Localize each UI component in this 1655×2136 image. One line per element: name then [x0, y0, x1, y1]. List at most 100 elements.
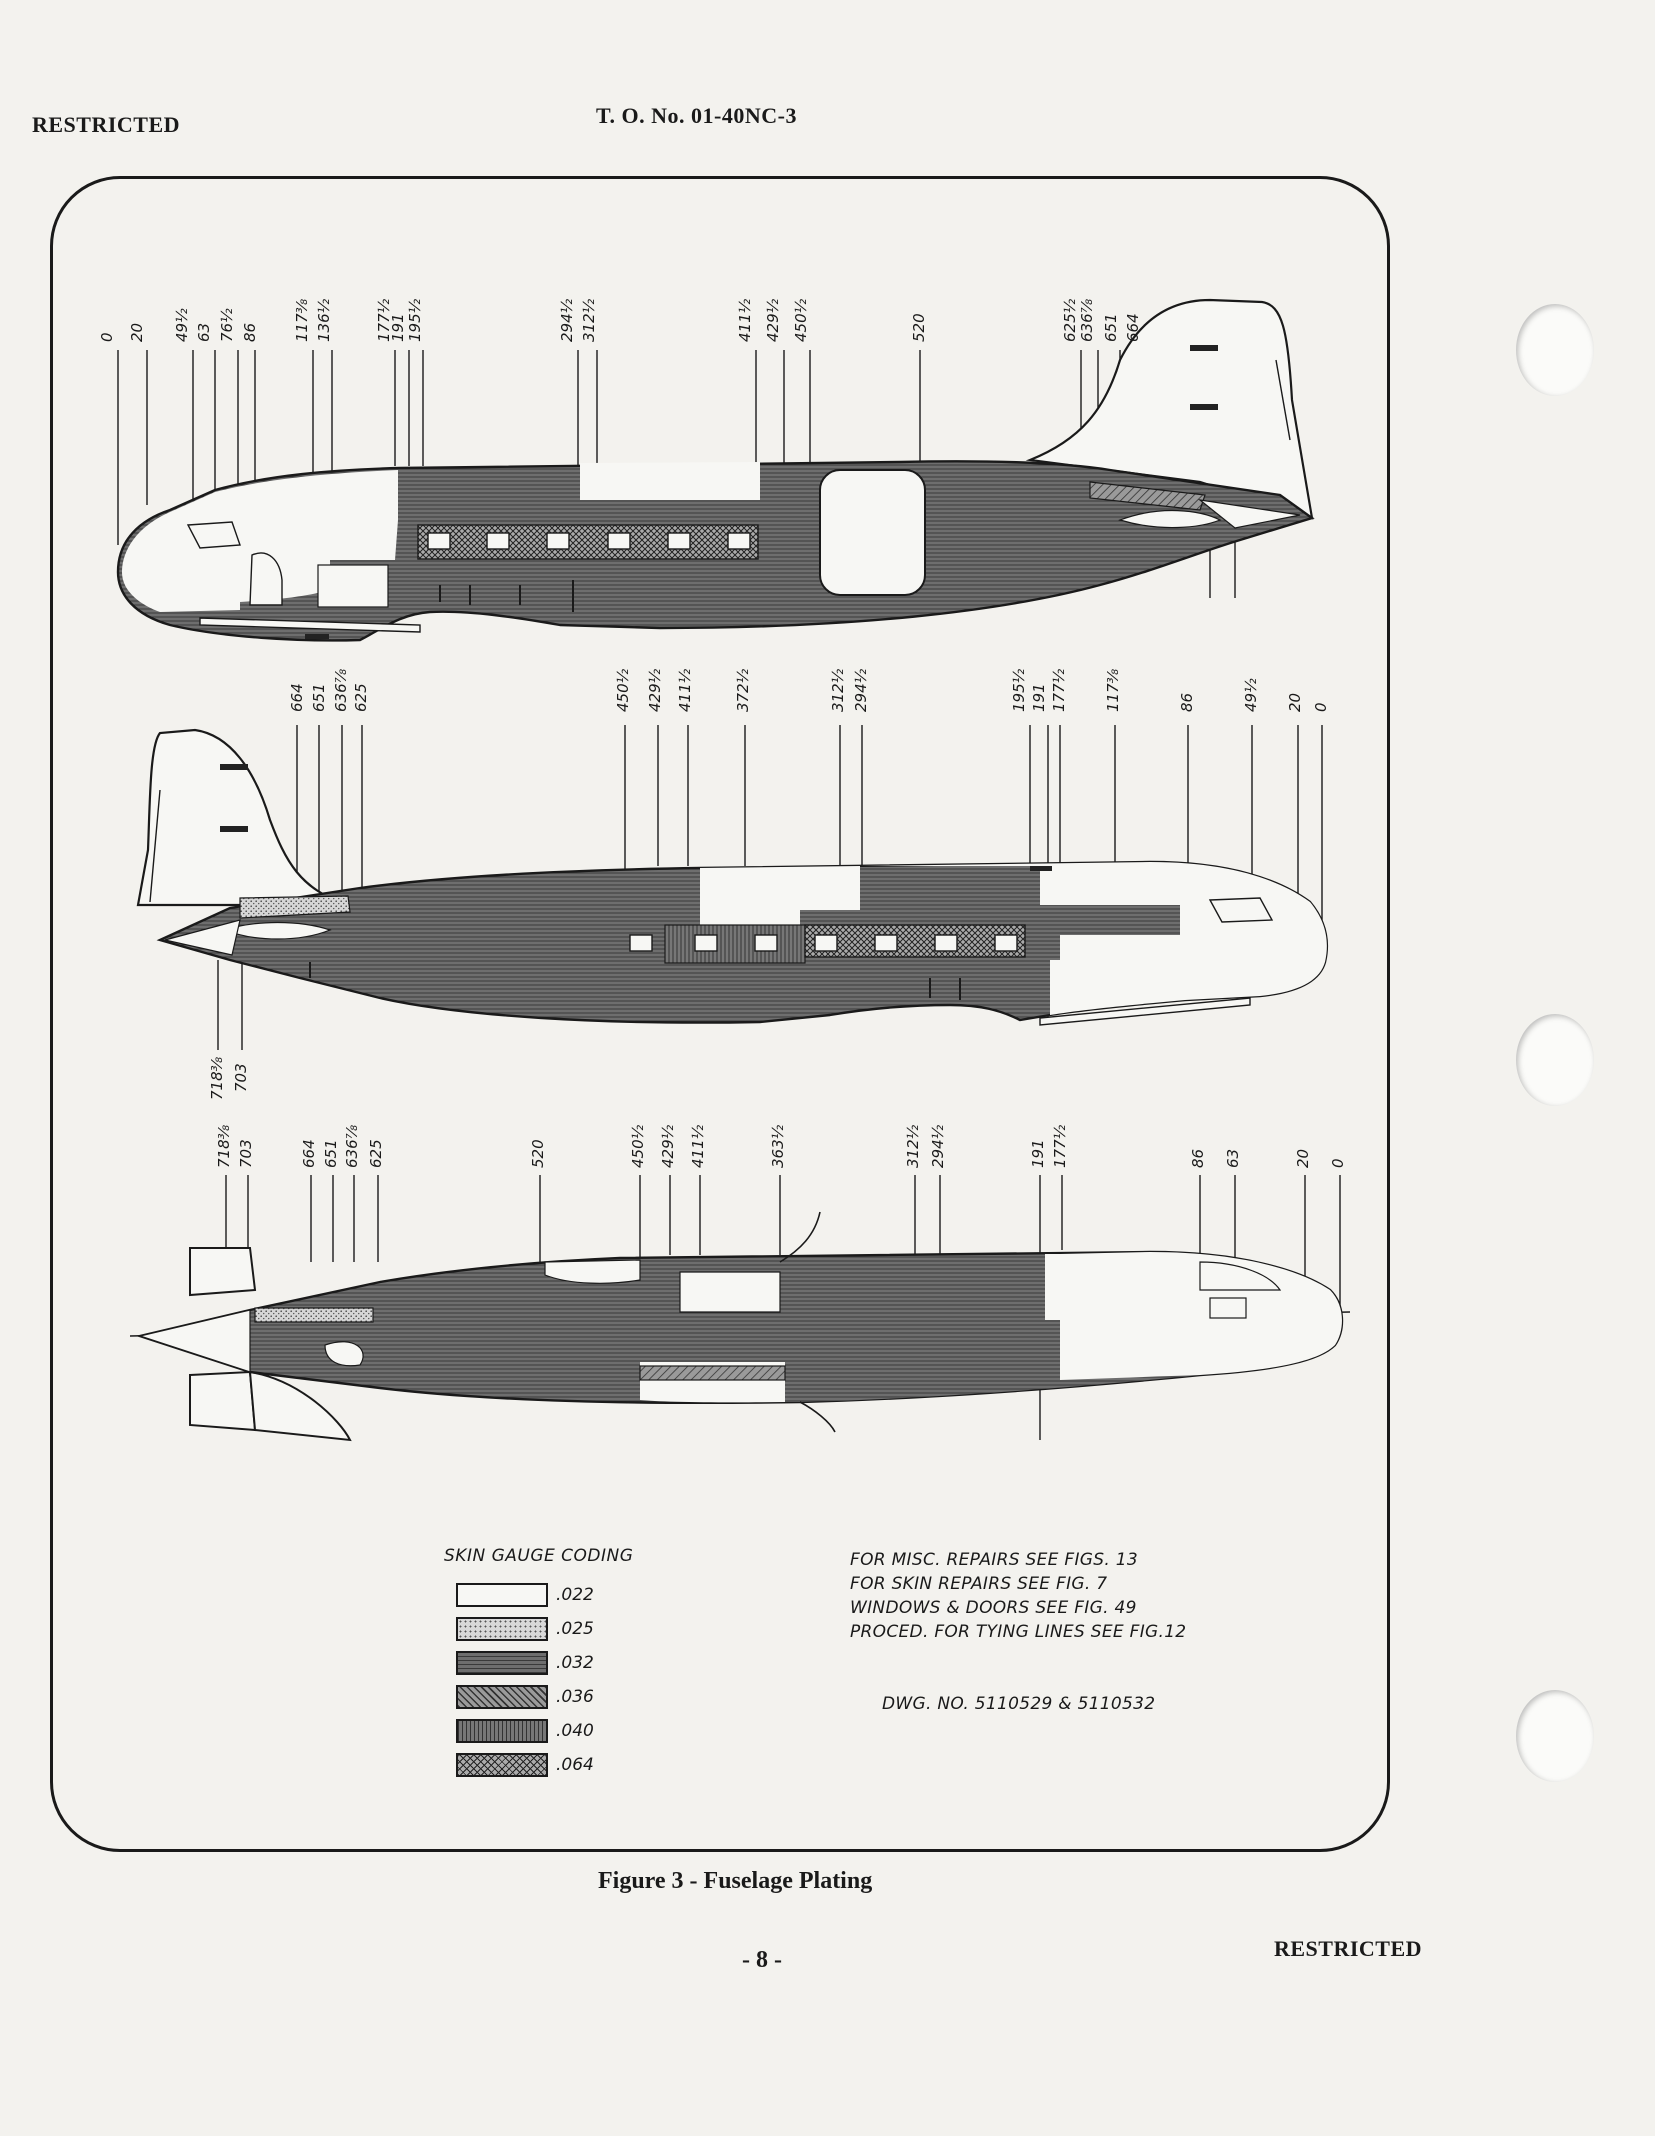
legend-row: .064: [444, 1748, 633, 1782]
legend-swatch-stipple: [456, 1617, 548, 1641]
station-label: 636⅞: [332, 668, 350, 712]
station-label: 411½: [676, 668, 694, 712]
station-label: 312½: [904, 1124, 922, 1168]
note-line: PROCED. FOR TYING LINES SEE FIG.12: [850, 1622, 1187, 1642]
skin-gauge-legend: SKIN GAUGE CODING .022 .025 .032 .036 .0…: [444, 1546, 633, 1782]
legend-row: .025: [444, 1612, 633, 1646]
station-label: 651: [322, 1139, 340, 1168]
station-label: 411½: [736, 298, 754, 342]
binder-hole: [1516, 304, 1594, 396]
station-label: 450½: [614, 668, 632, 712]
station-label: 625: [367, 1139, 385, 1168]
station-label: 312½: [580, 298, 598, 342]
station-label: 191: [1029, 1139, 1047, 1168]
station-label: 520: [910, 313, 928, 342]
legend-label: .040: [556, 1721, 594, 1741]
station-label: 117⅜: [1104, 668, 1122, 712]
classification-footer: RESTRICTED: [1274, 1936, 1423, 1961]
classification-header: RESTRICTED: [32, 112, 181, 137]
station-label: 636⅞: [343, 1124, 361, 1168]
station-label: 703: [232, 1063, 250, 1092]
station-label: 664: [288, 683, 306, 712]
station-label: 664: [1124, 313, 1142, 342]
station-label: 195½: [406, 298, 424, 342]
legend-row: .022: [444, 1578, 633, 1612]
station-label: 0: [1312, 702, 1330, 712]
middle-fuselage-view: 664 651 636⅞ 625 450½ 429½ 411½ 372½ 312…: [136, 668, 1330, 1100]
station-label: 177½: [375, 298, 393, 342]
station-label: 195½: [1010, 668, 1028, 712]
station-label: 177½: [1051, 1124, 1069, 1168]
drawing-number: DWG. NO. 5110529 & 5110532: [882, 1694, 1156, 1714]
bottom-fuselage-view: 718⅜ 703 664 651 636⅞ 625 520 450½ 429½ …: [129, 1124, 1351, 1442]
station-label: 20: [128, 323, 146, 342]
station-label: 117⅜: [293, 298, 311, 342]
station-label: 0: [1329, 1158, 1347, 1168]
legend-swatch-blank: [456, 1583, 548, 1607]
station-label: 49½: [173, 308, 191, 342]
legend-swatch-horizontal-lines: [456, 1651, 548, 1675]
legend-swatch-crosshatch: [456, 1753, 548, 1777]
station-label: 625: [352, 683, 370, 712]
station-label: 136½: [315, 298, 333, 342]
legend-swatch-vertical-lines: [456, 1719, 548, 1743]
reference-notes: FOR MISC. REPAIRS SEE FIGS. 13 FOR SKIN …: [850, 1548, 1186, 1644]
station-label: 450½: [792, 298, 810, 342]
station-label: 177½: [1050, 668, 1068, 712]
station-label: 191: [389, 313, 407, 342]
note-line: FOR SKIN REPAIRS SEE FIG. 7: [850, 1574, 1108, 1594]
legend-label: .022: [556, 1585, 594, 1605]
legend-row: .036: [444, 1680, 633, 1714]
station-label: 651: [310, 683, 328, 712]
station-label: 20: [1294, 1149, 1312, 1168]
station-label: 76½: [218, 308, 236, 342]
figure-caption: Figure 3 - Fuselage Plating: [598, 1868, 873, 1894]
note-line: FOR MISC. REPAIRS SEE FIGS. 13: [850, 1550, 1139, 1570]
station-label: 86: [1189, 1149, 1207, 1168]
station-label: 49½: [1242, 678, 1260, 712]
station-label: 411½: [689, 1124, 707, 1168]
station-label: 294½: [929, 1124, 947, 1168]
station-label: 63: [195, 323, 213, 342]
station-label: 718⅜: [208, 1056, 226, 1100]
legend-label: .032: [556, 1653, 594, 1673]
figure-frame: [50, 176, 1390, 1852]
legend-label: .064: [556, 1755, 594, 1775]
station-label: 625½: [1061, 298, 1079, 342]
station-label: 86: [241, 323, 259, 342]
station-label: 429½: [659, 1124, 677, 1168]
station-label: 636⅞: [1078, 298, 1096, 342]
station-labels-middle-view: 664 651 636⅞ 625 450½ 429½ 411½ 372½ 312…: [208, 668, 1330, 1100]
station-label: 520: [529, 1139, 547, 1168]
document-number: T. O. No. 01-40NC-3: [596, 103, 797, 128]
legend-title: SKIN GAUGE CODING: [444, 1546, 634, 1566]
station-label: 718⅜: [215, 1124, 233, 1168]
station-label: 703: [237, 1139, 255, 1168]
legend-swatch-diagonal-lines: [456, 1685, 548, 1709]
page-number: - 8 -: [742, 1947, 782, 1973]
top-fuselage-view: 0 20 49½ 63 76½ 86 117⅜ 136½ 177½ 191 19…: [98, 298, 1315, 642]
station-label: 312½: [829, 668, 847, 712]
station-label: 429½: [646, 668, 664, 712]
legend-label: .036: [556, 1687, 594, 1707]
legend-row: .032: [444, 1646, 633, 1680]
binder-hole: [1516, 1690, 1594, 1782]
station-label: 86: [1178, 693, 1196, 712]
station-label: 294½: [852, 668, 870, 712]
station-label: 0: [98, 332, 116, 342]
station-label: 363½: [769, 1124, 787, 1168]
note-line: WINDOWS & DOORS SEE FIG. 49: [850, 1598, 1137, 1618]
station-label: 429½: [764, 298, 782, 342]
station-labels-top-view: 0 20 49½ 63 76½ 86 117⅜ 136½ 177½ 191 19…: [98, 298, 1142, 342]
station-label: 651: [1102, 313, 1120, 342]
station-label: 63: [1224, 1149, 1242, 1168]
station-label: 294½: [558, 298, 576, 342]
station-label: 20: [1286, 693, 1304, 712]
station-labels-bottom-view: 718⅜ 703 664 651 636⅞ 625 520 450½ 429½ …: [215, 1124, 1347, 1168]
station-label: 664: [300, 1139, 318, 1168]
binder-hole: [1516, 1014, 1594, 1106]
station-label: 450½: [629, 1124, 647, 1168]
legend-label: .025: [556, 1619, 594, 1639]
station-label: 372½: [734, 668, 752, 712]
